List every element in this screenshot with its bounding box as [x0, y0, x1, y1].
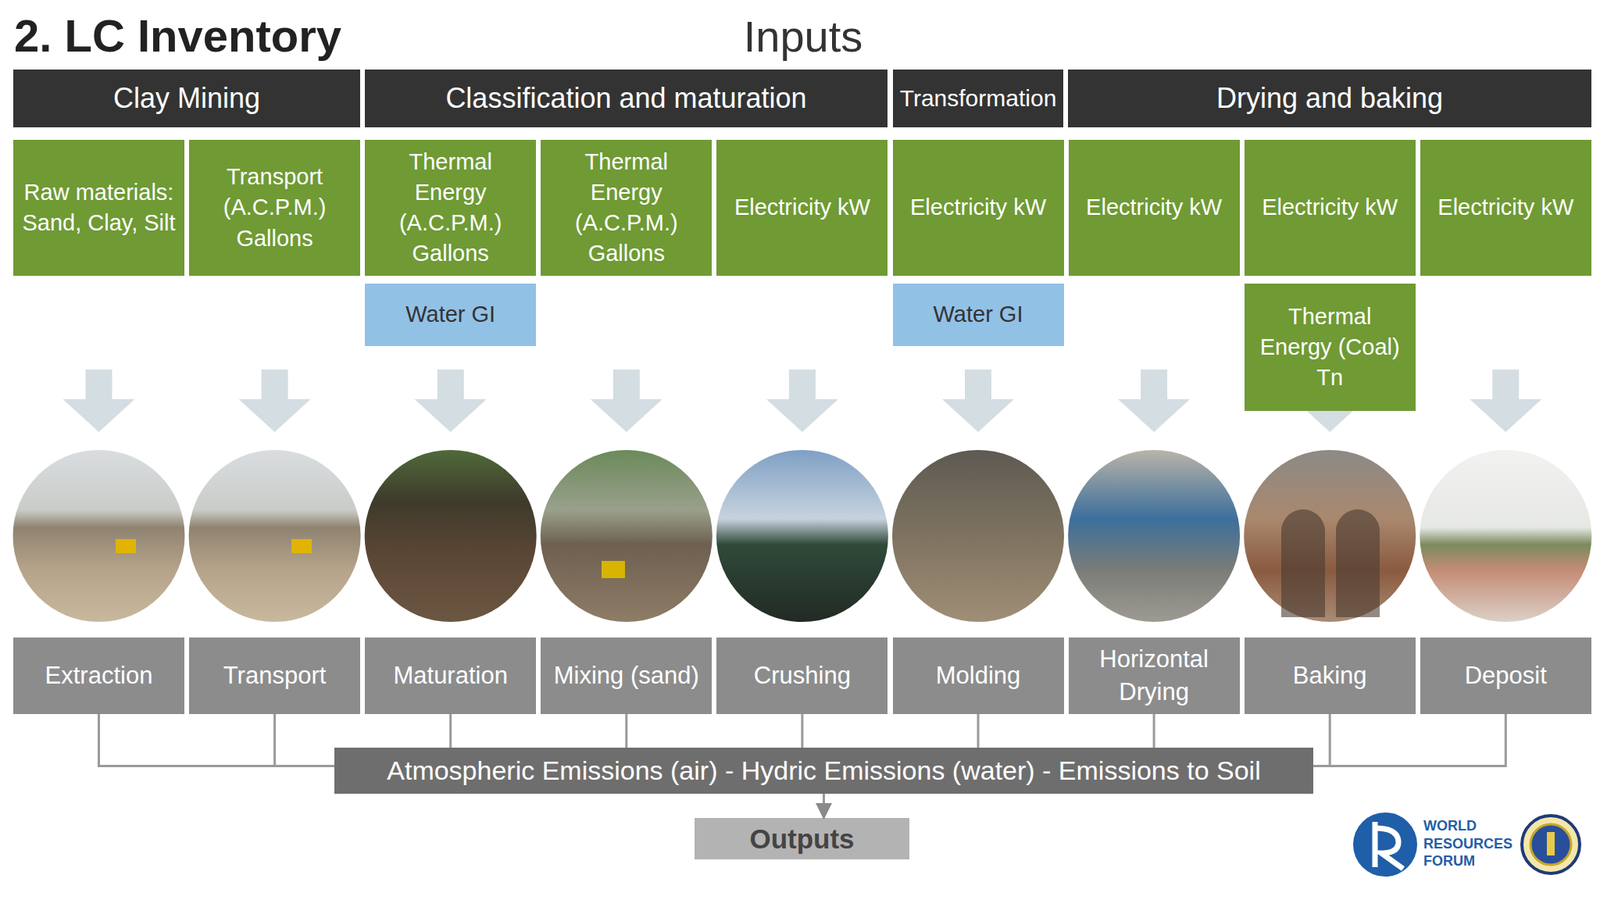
- university-seal: [1521, 815, 1580, 874]
- process-step-box: Transport: [189, 637, 361, 715]
- node-text: Mixing (sand): [553, 659, 700, 693]
- connector-line: [449, 714, 452, 748]
- input-arrow: [239, 369, 311, 433]
- photo-deposit: [1419, 450, 1592, 622]
- process-step-box: Maturation: [364, 637, 536, 715]
- node-text: Deposit: [1464, 659, 1547, 693]
- input-box: Thermal Energy (A.C.P.M.) Gallons: [540, 139, 712, 276]
- connector-line: [625, 714, 628, 748]
- input-arrow: [766, 369, 839, 433]
- node-text: Raw materials: Sand, Clay, Silt: [16, 177, 182, 239]
- node-text: Electricity kW: [1437, 192, 1574, 223]
- phase-band: Transformation: [892, 69, 1064, 128]
- input-box: Electricity kW: [1244, 139, 1416, 276]
- node-text: Electricity kW: [1085, 192, 1222, 223]
- node-text: Thermal Energy (A.C.P.M.) Gallons: [380, 146, 522, 270]
- node-text: Horizontal Drying: [1071, 642, 1237, 709]
- water-input-box: Water GI: [364, 283, 536, 347]
- node-text: Crushing: [753, 659, 851, 693]
- input-arrow: [1117, 369, 1190, 433]
- photo-extraction: [13, 450, 186, 622]
- input-box: Electricity kW: [716, 139, 888, 276]
- photo-molding: [892, 450, 1065, 622]
- node-text: Electricity kW: [910, 192, 1047, 223]
- input-arrow: [590, 369, 663, 433]
- node-text: Drying and baking: [1216, 79, 1443, 118]
- node-text: Transport (A.C.P.M.) Gallons: [204, 161, 346, 254]
- logos: [1353, 812, 1580, 877]
- node-text: Electricity kW: [1261, 192, 1398, 223]
- input-box: Electricity kW: [1420, 139, 1592, 276]
- emissions-band: Atmospheric Emissions (air) - Hydric Emi…: [334, 747, 1314, 794]
- photo-maturation: [364, 450, 537, 622]
- photo-truck: [115, 539, 136, 554]
- input-arrow: [63, 369, 136, 433]
- node-text: Classification and maturation: [445, 79, 807, 118]
- connector-line: [800, 714, 804, 748]
- input-arrow: [942, 369, 1015, 433]
- slide-title: 2. LC Inventory: [14, 9, 342, 62]
- photo-drying: [1067, 450, 1240, 622]
- water-input-box: Water GI: [892, 283, 1065, 347]
- input-box: Electricity kW: [892, 139, 1065, 276]
- node-text: Thermal Energy (A.C.P.M.) Gallons: [556, 146, 697, 270]
- process-step-box: Deposit: [1420, 637, 1592, 715]
- input-arrow: [1469, 369, 1542, 433]
- phase-band: Drying and baking: [1067, 69, 1592, 128]
- coal-input-box: Thermal Energy (Coal) Tn: [1244, 283, 1416, 411]
- node-text: Baking: [1292, 659, 1368, 693]
- process-photos: [13, 450, 1593, 622]
- phase-band: Classification and maturation: [364, 69, 888, 128]
- photo-truck: [291, 539, 312, 554]
- input-box: Transport (A.C.P.M.) Gallons: [189, 139, 361, 276]
- inputs-heading: Inputs: [646, 10, 960, 62]
- university-seal-torch: [1546, 832, 1555, 856]
- process-step-box: Crushing: [716, 637, 888, 715]
- node-text: Extraction: [45, 659, 154, 693]
- connector-line: [1313, 714, 1506, 767]
- phase-band: Clay Mining: [13, 69, 361, 128]
- photo-loader: [601, 560, 625, 579]
- photo-kiln-arches: [1281, 509, 1380, 618]
- university-seal-inner: [1530, 824, 1572, 865]
- connector-line: [275, 714, 335, 767]
- connector-line: [1153, 714, 1156, 748]
- node-text: Molding: [935, 659, 1022, 693]
- wrf-logo-mark: [1375, 821, 1404, 869]
- input-arrow: [414, 369, 487, 433]
- process-step-box: Horizontal Drying: [1068, 637, 1240, 715]
- input-box: Thermal Energy (A.C.P.M.) Gallons: [364, 139, 536, 276]
- connector-line: [1313, 714, 1330, 767]
- connector-line: [99, 714, 336, 767]
- photo-kiln: [1243, 450, 1416, 622]
- node-text: Atmospheric Emissions (air) - Hydric Emi…: [386, 753, 1261, 790]
- connector-line: [822, 793, 825, 818]
- photo-crushing: [716, 450, 889, 622]
- node-text: Clay Mining: [113, 79, 261, 118]
- node-text: Thermal Energy (Coal) Tn: [1259, 301, 1400, 393]
- process-step-box: Mixing (sand): [540, 637, 712, 715]
- node-text: Outputs: [749, 820, 854, 858]
- connector-line: [977, 714, 980, 748]
- node-text: Transport: [223, 659, 327, 693]
- logo-text: WORLD RESOURCES FORUM: [1423, 817, 1516, 871]
- photo-mixing: [540, 450, 713, 622]
- node-text: Transformation: [900, 82, 1058, 115]
- node-text: Water GI: [405, 299, 496, 330]
- node-text: Maturation: [392, 659, 508, 693]
- input-box: Raw materials: Sand, Clay, Silt: [13, 139, 185, 276]
- node-text: Water GI: [933, 299, 1024, 330]
- process-step-box: Molding: [892, 637, 1065, 715]
- photo-transport: [189, 450, 361, 622]
- node-text: Electricity kW: [734, 192, 871, 223]
- process-step-box: Baking: [1244, 637, 1416, 715]
- process-step-box: Extraction: [13, 637, 185, 715]
- wrf-logo: [1353, 812, 1418, 877]
- input-box: Electricity kW: [1068, 139, 1240, 276]
- outputs-box: Outputs: [694, 817, 910, 860]
